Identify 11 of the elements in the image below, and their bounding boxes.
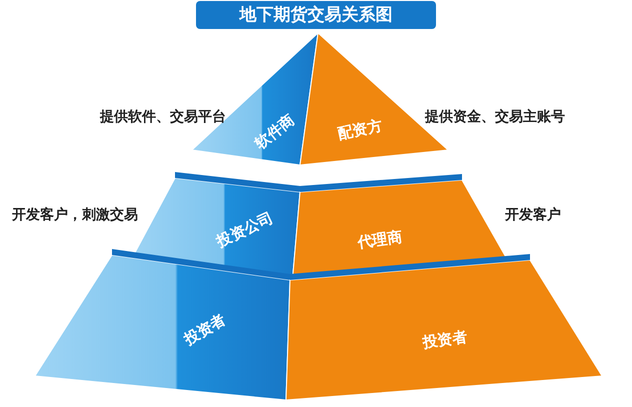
annotation-text: 提供资金、交易主账号 [425, 108, 565, 126]
annotation-text: 开发客户 [505, 206, 561, 224]
title-banner: 地下期货交易关系图 [196, 1, 436, 29]
face-label: 代理商 [356, 227, 404, 253]
face-label: 投资公司 [214, 208, 276, 252]
face-label: 软件商 [251, 110, 299, 154]
face-label: 投资者 [421, 327, 469, 353]
face-label: 投资者 [180, 310, 230, 350]
annotation-text: 提供软件、交易平台 [100, 108, 226, 126]
face-label: 配资方 [336, 116, 384, 144]
annotation-text: 开发客户，刺激交易 [12, 206, 138, 224]
